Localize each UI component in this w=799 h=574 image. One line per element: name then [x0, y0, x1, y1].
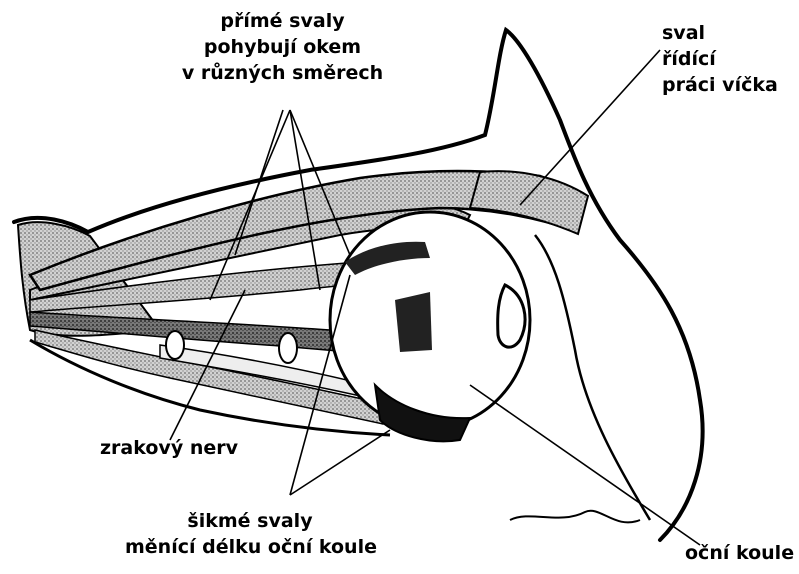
straight-muscles-line-2: pohybují okem — [175, 34, 390, 60]
nerve-node-2 — [279, 333, 297, 363]
nerve-node-1 — [166, 331, 184, 359]
lid-lower-curve — [535, 235, 650, 520]
optic-nerve-text: zrakový nerv — [100, 435, 238, 461]
label-lid-muscle: sval řídící práci víčka — [662, 20, 778, 98]
label-straight-muscles: přímé svaly pohybují okem v různých směr… — [175, 8, 390, 86]
oblique-muscles-line-1: šikmé svaly — [125, 508, 375, 534]
lower-tissue-fold — [510, 511, 640, 523]
straight-muscles-line-3: v různých směrech — [175, 60, 390, 86]
label-oblique-muscles: šikmé svaly měnící délku oční koule — [125, 508, 375, 560]
eyeball-text: oční koule — [685, 540, 794, 566]
lid-muscle-line-1: sval — [662, 20, 778, 46]
oblique-muscles-line-2: měnící délku oční koule — [125, 534, 375, 560]
lid-muscle-line-2: řídící — [662, 46, 778, 72]
straight-muscles-line-1: přímé svaly — [175, 8, 390, 34]
label-eyeball: oční koule — [685, 540, 794, 566]
levator-tip — [470, 171, 588, 234]
label-optic-nerve: zrakový nerv — [100, 435, 238, 461]
rectus-insertion — [395, 292, 432, 352]
lid-muscle-line-3: práci víčka — [662, 72, 778, 98]
